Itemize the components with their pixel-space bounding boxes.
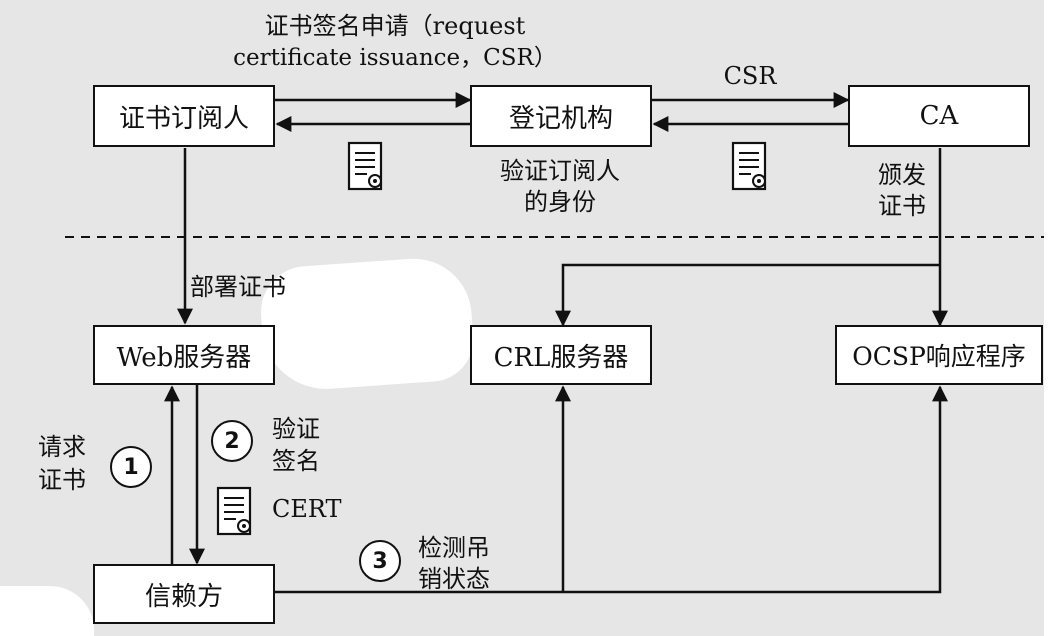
- page-right-edge: [1044, 0, 1056, 636]
- arrow-ca-to-crl: [555, 263, 940, 327]
- label-verify-sig-line1: 验证: [272, 415, 320, 443]
- label-verify-identity-line2: 的身份: [524, 188, 596, 216]
- label-cert: CERT: [272, 495, 342, 523]
- label-csr-request-line1: 证书签名申请（request: [264, 12, 526, 40]
- node-subscriber: 证书订阅人: [93, 85, 275, 147]
- label-request-cert-line1: 请求: [38, 433, 86, 461]
- node-relying-party: 信赖方: [93, 564, 275, 624]
- label-issue-cert-line1: 颁发: [878, 161, 926, 189]
- certificate-icon: [216, 486, 252, 536]
- label-issue-cert-line2: 证书: [878, 192, 926, 220]
- certificate-icon: [347, 141, 383, 191]
- node-web-server: Web服务器: [93, 325, 275, 385]
- node-ocsp-responder: OCSP响应程序: [835, 325, 1043, 385]
- label-csr-request-line2: certificate issuance，CSR）: [233, 45, 557, 71]
- label-deploy-cert: 部署证书: [190, 273, 286, 301]
- node-registration-authority: 登记机构: [470, 85, 652, 147]
- step-1-badge: 1: [110, 446, 152, 488]
- certificate-icon: [731, 141, 767, 191]
- arrow-check-revocation: [275, 385, 948, 594]
- step-2-badge: 2: [211, 420, 253, 462]
- label-request-cert-line2: 证书: [38, 466, 86, 494]
- label-check-revocation-line2: 销状态: [418, 565, 490, 593]
- label-check-revocation-line1: 检测吊: [418, 534, 490, 562]
- step-3-badge: 3: [359, 540, 401, 582]
- white-redaction-blot: [257, 254, 477, 394]
- node-crl-server: CRL服务器: [470, 325, 652, 385]
- label-verify-sig-line2: 签名: [272, 447, 320, 475]
- label-csr: CSR: [723, 62, 777, 90]
- label-verify-identity-line1: 验证订阅人: [500, 157, 620, 185]
- node-ca: CA: [848, 85, 1030, 147]
